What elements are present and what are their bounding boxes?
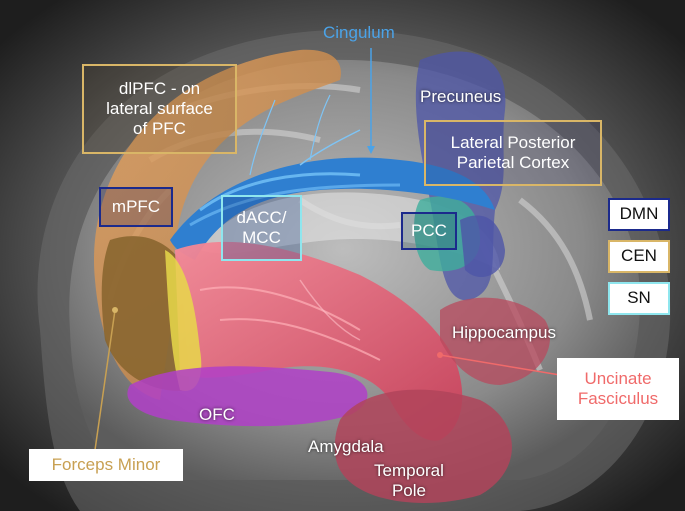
precuneus-label: Precuneus <box>420 87 502 106</box>
temporal-pole-region <box>334 389 512 503</box>
legend-dmn: DMN <box>608 198 670 231</box>
uncinate-label-box: Uncinate Fasciculus <box>557 358 679 420</box>
dlpfc-label-line-3: of PFC <box>133 119 186 139</box>
ofc-region <box>127 366 368 427</box>
temporal-pole-line-1: Temporal <box>374 461 444 480</box>
lpp-label-box: Lateral Posterior Parietal Cortex <box>424 120 602 186</box>
hippocampus-label: Hippocampus <box>452 323 556 342</box>
uncinate-tract <box>175 241 463 441</box>
mpfc-label-box: mPFC <box>99 187 173 227</box>
forceps-fibers <box>165 250 202 391</box>
legend-sn-label: SN <box>627 288 651 308</box>
forceps-minor-label-box: Forceps Minor <box>29 449 183 481</box>
pcc-label: PCC <box>411 220 447 240</box>
temporal-pole-line-2: Pole <box>391 480 426 500</box>
forceps-minor-label: Forceps Minor <box>51 454 161 474</box>
lpp-label-line-1: Lateral Posterior <box>450 132 576 152</box>
mpfc-label: mPFC <box>111 196 161 216</box>
dlpfc-label-line-1: dlPFC - on <box>118 78 201 98</box>
cingulum-tract <box>170 94 495 260</box>
lpp-label-line-2: Parietal Cortex <box>456 153 570 172</box>
dacc-label-line-1: dACC/ <box>236 207 287 227</box>
lpp-region <box>460 215 505 278</box>
leader-lines <box>94 48 561 451</box>
amygdala-label: Amygdala <box>308 437 384 456</box>
ofc-label: OFC <box>199 405 235 424</box>
temporal-pole-label: Temporal Pole <box>374 461 444 500</box>
dlpfc-label-line-2: lateral surface <box>106 98 213 118</box>
legend-cen-label: CEN <box>621 246 657 266</box>
uncinate-label-line-2: Fasciculus <box>577 389 659 408</box>
pcc-label-box: PCC <box>401 212 457 250</box>
dacc-label-line-2: MCC <box>242 228 281 247</box>
dacc-label-box: dACC/ MCC <box>221 195 302 261</box>
dlpfc-label-box: dlPFC - on lateral surface of PFC <box>82 64 237 154</box>
legend-dmn-label: DMN <box>619 204 659 224</box>
uncinate-label-line-1: Uncinate <box>584 368 652 388</box>
hippocampus-region <box>440 297 550 385</box>
legend-sn: SN <box>608 282 670 315</box>
legend-cen: CEN <box>608 240 670 273</box>
cingulum-label: Cingulum <box>323 23 395 42</box>
